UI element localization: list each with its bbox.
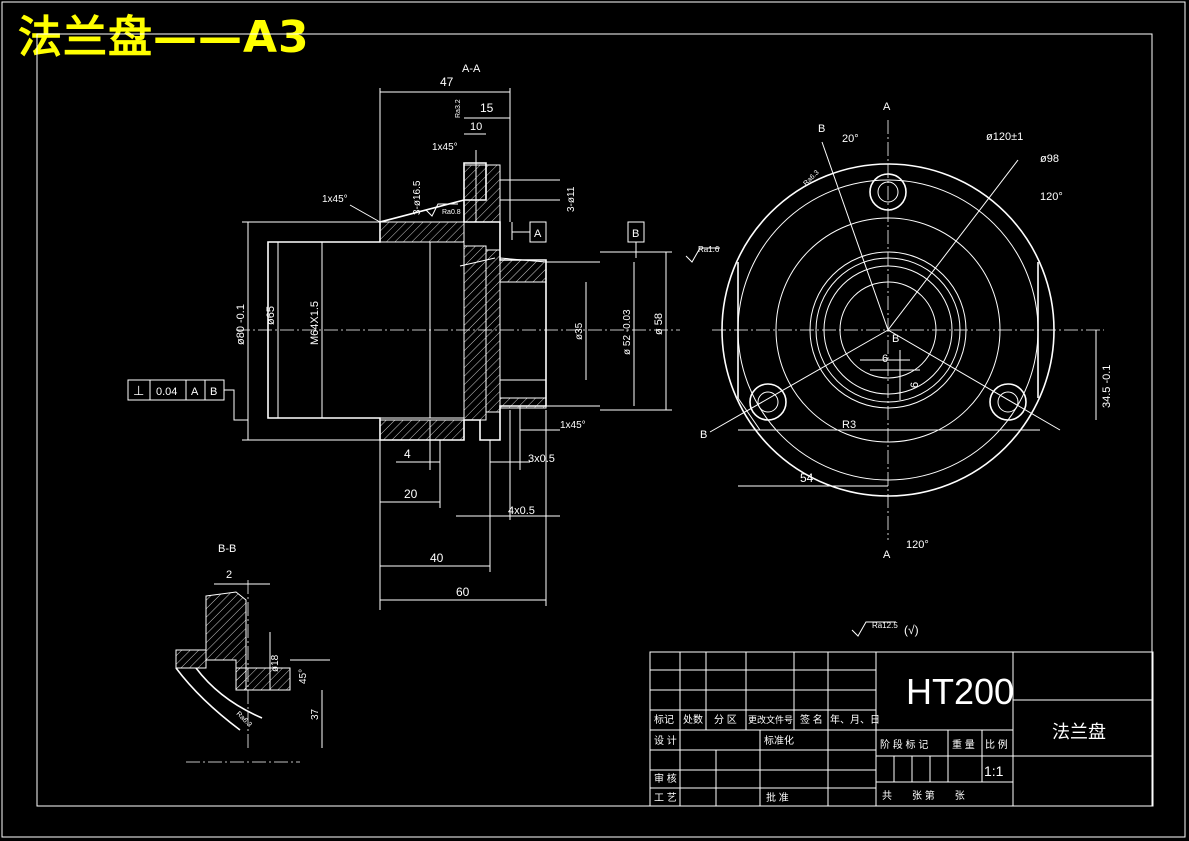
dim-10: 10 <box>470 121 482 133</box>
tb-h2: 分 区 <box>714 714 737 726</box>
fv-d98: ø98 <box>1040 153 1059 165</box>
rough-08: Ra0.8 <box>442 209 461 216</box>
fv-d345: 34.5 -0.1 <box>1101 365 1113 408</box>
dim-20: 20 <box>404 487 418 501</box>
tb-h4: 签 名 <box>800 713 823 726</box>
section-bb: B-B 2 ø18 45° 37 Ra6.3 <box>175 543 330 763</box>
fv-rough: Ra6.3 <box>802 169 820 187</box>
tb-design: 设 计 <box>654 734 677 747</box>
dim-d35: ø35 <box>574 322 585 340</box>
dim-4x05: 4x0.5 <box>508 505 535 517</box>
fv-angle120a: 120° <box>1040 191 1063 203</box>
tb-stage-mark: 阶 段 标 记 <box>880 738 928 751</box>
dim-thread: M64X1.5 <box>309 301 321 345</box>
chamfer-1: 1x45° <box>432 142 458 153</box>
fv-r3: R3 <box>842 419 856 431</box>
tb-h3: 更改文件号 <box>748 714 793 725</box>
tb-sheets: 共 张 第 张 <box>882 789 965 802</box>
section-bb-label: B-B <box>218 543 236 555</box>
dim-60: 60 <box>456 585 470 599</box>
tol-value: 0.04 <box>156 386 177 398</box>
dim-d58: ø 58 <box>653 313 665 335</box>
dim-d65: ø65 <box>265 306 277 325</box>
surface-other: (√) <box>904 623 919 637</box>
title-block: HT200 法兰盘 1:1 标记 处数 分 区 更改文件号 签 名 年、月、日 … <box>649 651 1154 807</box>
inner-frame <box>36 33 1153 807</box>
bb-d2: 2 <box>226 569 232 581</box>
tol-symbol: ⊥ <box>133 383 144 398</box>
tb-part-name: 法兰盘 <box>1052 722 1106 742</box>
fv-d6a: 6 <box>882 353 888 365</box>
surface-note: Ra12.5 (√) <box>851 621 919 637</box>
tb-material: HT200 <box>906 671 1014 712</box>
section-aa: A-A 47 15 10 1x45° 1x4 <box>127 63 720 610</box>
tb-h0: 标记 <box>654 714 674 726</box>
tb-review: 审 核 <box>654 772 677 785</box>
tb-weight: 重 量 <box>952 738 975 751</box>
fv-b-center: B <box>892 333 899 345</box>
fv-d6b: 6 <box>909 382 921 388</box>
dim-47: 47 <box>440 75 454 89</box>
dim-3x05: 3x0.5 <box>528 453 555 465</box>
fv-b-top: B <box>818 123 825 135</box>
tolerance-frame: ⊥ 0.04 A B <box>127 379 248 421</box>
drawing-title: 法兰盘——A3 <box>18 12 310 63</box>
section-aa-label: A-A <box>462 63 481 75</box>
fv-angle20: 20° <box>842 133 859 145</box>
tb-scale: 1:1 <box>984 763 1004 779</box>
surface-roughness: Ra12.5 <box>872 621 898 630</box>
rough-32: Ra3.2 <box>455 99 462 118</box>
fv-a-top: A <box>883 101 891 113</box>
chamfer-2: 1x45° <box>322 194 348 205</box>
tb-standardize: 标准化 <box>764 734 794 747</box>
bb-d37: 37 <box>310 708 321 720</box>
bb-d18: ø18 <box>270 654 281 672</box>
tol-ref2: B <box>210 386 217 398</box>
tb-h1: 处数 <box>683 713 703 726</box>
tb-approve: 批 准 <box>766 791 789 804</box>
fv-b-bot: B <box>700 429 707 441</box>
rough-16: Ra1.6 <box>698 245 720 254</box>
holes-3x16: 3-ø16.5 <box>412 180 423 215</box>
fv-d120: ø120±1 <box>986 131 1023 143</box>
bb-angle45: 45° <box>298 669 309 684</box>
tb-h5: 年、月、日 <box>830 713 880 726</box>
tb-ratio: 比 例 <box>985 738 1008 751</box>
datum-b: B <box>632 228 639 240</box>
fv-a-bot: A <box>883 549 891 561</box>
dim-4: 4 <box>404 447 411 461</box>
holes-3x11: 3-ø11 <box>566 186 577 212</box>
chamfer-3: 1x45° <box>560 420 586 431</box>
front-view: A A B B B 20° ø120±1 ø98 120° 120° 6 6 R… <box>700 101 1113 561</box>
dim-d52: ø 52 -0.03 <box>622 309 633 355</box>
fv-angle120b: 120° <box>906 539 929 551</box>
dim-d80: ø80 -0.1 <box>235 304 247 345</box>
fv-d54: 54 <box>800 471 814 485</box>
tb-process: 工 艺 <box>654 792 677 804</box>
dim-40: 40 <box>430 551 444 565</box>
tol-ref1: A <box>191 386 199 398</box>
dim-15: 15 <box>480 101 494 115</box>
datum-a: A <box>534 228 542 240</box>
